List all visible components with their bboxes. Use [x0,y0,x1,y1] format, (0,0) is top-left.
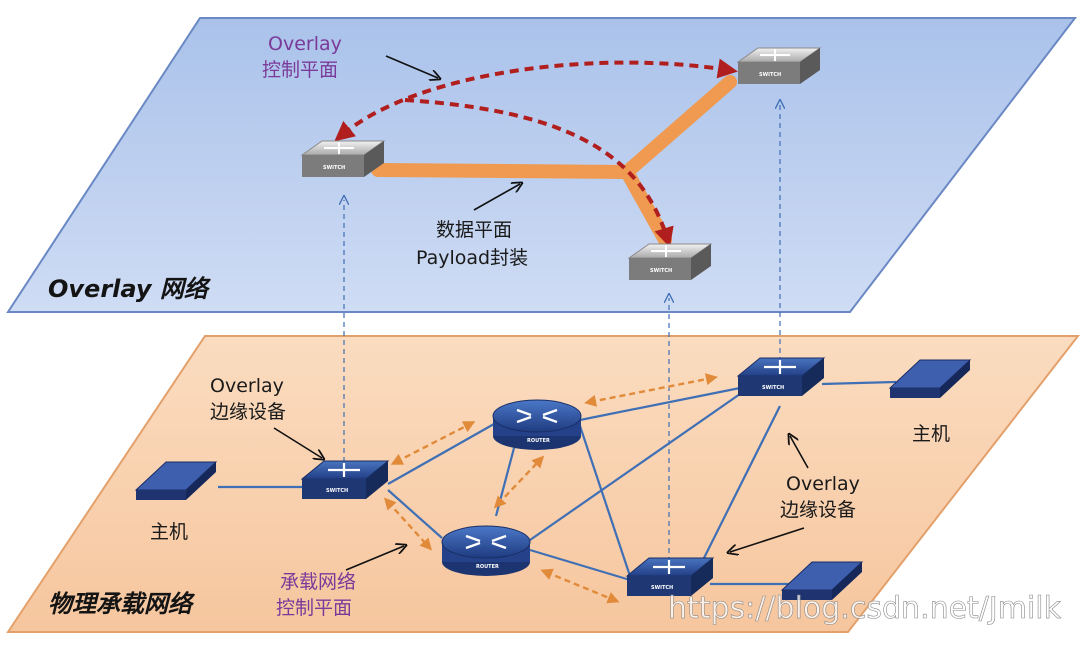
switch-text: SWITCH [762,385,784,391]
bearer-control-label-line1: 承载网络 [280,571,356,593]
switch-text: SWITCH [323,165,345,171]
link-switch-right-switch-bottom [699,405,781,567]
edge-switch-left: SWITCH [300,460,390,499]
host-right-label: 主机 [912,423,950,445]
switch-text: SWITCH [326,488,348,494]
bearer-control-label-line2: 控制平面 [276,597,352,619]
control-arc-down [404,98,674,248]
switch-text: SWITCH [650,268,672,274]
mapping-lines [344,104,780,562]
router-text: ROUTER [527,438,550,444]
switch-text: SWITCH [759,72,781,78]
overlay-switch-bottom: SWITCH [627,243,713,280]
overlay-control-label-line2: 控制平面 [262,59,338,81]
bearer-arrow-1 [390,421,476,465]
edge-device-right-label-line1: Overlay [786,473,860,495]
bearer-control-arrows [383,373,718,604]
switch-text: SWITCH [651,585,673,591]
overlay-switch-left: SWITCH [300,140,386,177]
link-switch-right-host-right [821,380,897,386]
data-plane-pointer [473,184,520,211]
bearer-arrow-5 [540,568,620,604]
router-bottom: ROUTER [441,525,531,576]
overlay-switch-top-right: SWITCH [736,47,822,84]
watermark: https://blog.csdn.net/Jmilk [668,591,1062,626]
link-router-bottom-switch-right [529,393,741,541]
host-right [888,359,972,398]
edge-device-left-label-line1: Overlay [210,375,284,397]
edge-switch-right: SWITCH [736,357,826,396]
bearer-control-pointer [345,546,404,571]
data-plane-label-line1: 数据平面 [436,219,512,241]
router-text: ROUTER [476,564,499,570]
router-top: ROUTER [492,399,582,450]
bearer-arrow-3 [493,455,545,509]
edge-device-right-pointer-up [790,436,809,469]
edge-device-left-pointer [273,427,322,458]
edge-device-right-pointer-down [730,527,805,552]
overlay-control-label-line1: Overlay [268,33,342,55]
link-router-top-switch-bottom [578,425,632,577]
edge-switch-bottom: SWITCH [625,557,715,596]
host-left [134,461,218,500]
physical-plane-title: 物理承载网络 [48,590,196,618]
bearer-arrow-4 [584,373,718,407]
overlay-plane-title: Overlay 网络 [48,275,212,303]
edge-device-left-label-line2: 边缘设备 [210,401,286,423]
host-bottom [780,561,864,600]
data-plane-label-line2: Payload封装 [416,247,528,269]
control-arc-top [334,58,738,142]
host-left-label: 主机 [150,521,188,543]
edge-device-right-label-line2: 边缘设备 [780,499,856,521]
overlay-control-pointer [385,55,438,78]
